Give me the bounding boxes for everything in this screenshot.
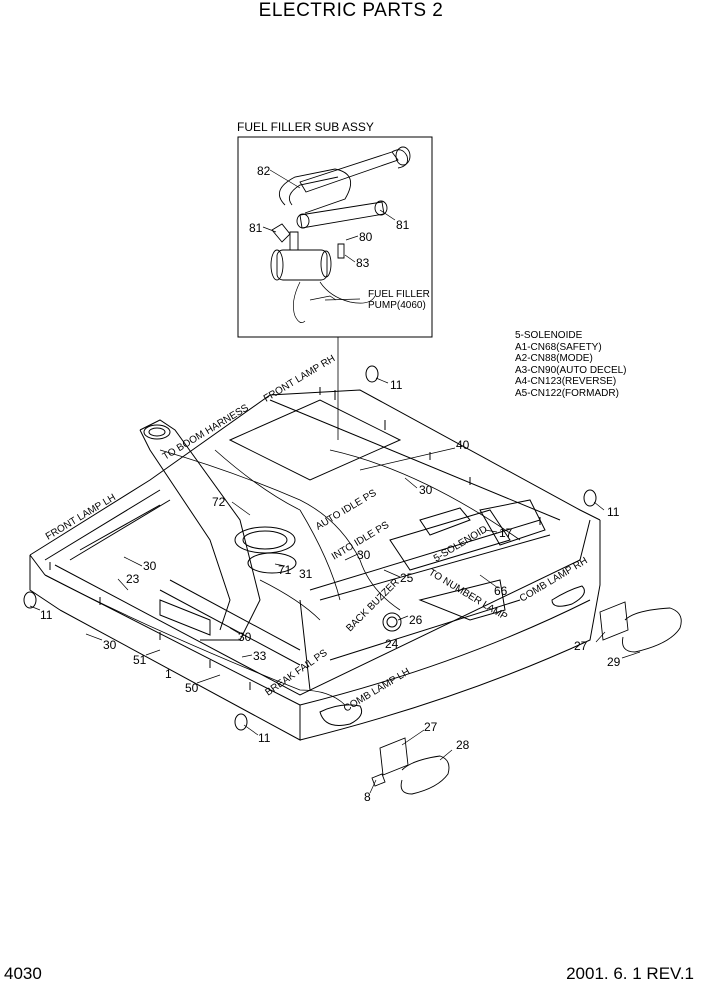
part-number-11: 11 [40,608,53,622]
label-comb-lamp-rh: COMB LAMP RH [518,555,590,604]
label-auto-idle-ps: AUTO IDLE PS [314,488,379,533]
upper-frame-drawing [29,387,601,741]
part-number-27: 27 [424,720,438,734]
part-number-1: 1 [165,667,172,681]
label-comb-lamp-lh: COMB LAMP LH [342,666,412,714]
grommet-drawing [583,489,597,507]
part-number-27: 27 [574,639,588,653]
solenoid-note-line: 5-SOLENOIDE [515,330,583,341]
part-number-51: 51 [133,653,147,667]
label-break-fail-ps: BREAK FAIL PS [263,647,329,698]
part-number-29: 29 [607,655,621,669]
label-front-lamp-rh: FRONT LAMP RH [262,353,337,404]
part-number-8: 8 [364,790,371,804]
label-to-boom-harness: TO BOOM HARNESS [161,402,251,462]
solenoid-note-line: A3-CN90(AUTO DECEL) [515,364,627,376]
grommet-drawing [365,365,379,383]
part-number-26: 26 [409,613,423,627]
fuel-filler-pump-label: FUEL FILLER [368,289,430,300]
fuel-filler-inset-frame [237,136,433,338]
part-number-71: 71 [278,563,292,577]
part-number-30: 30 [357,548,371,562]
part-number-30: 30 [143,559,157,573]
grommet-drawing [23,591,37,609]
grommet-drawing [234,713,248,731]
part-number-23: 23 [126,572,140,586]
fuel-filler-pump-label: PUMP(4060) [368,300,426,311]
page-title: ELECTRIC PARTS 2 [258,0,444,21]
part-number-17: 17 [499,526,513,540]
part-number-80: 80 [359,230,373,244]
solenoid-note-line: A4-CN123(REVERSE) [515,376,617,387]
part-number-81: 81 [249,221,263,235]
fuel-filler-pump-drawing [270,146,411,323]
comb-lamp-lh-drawing [371,737,450,795]
part-number-11: 11 [258,731,271,745]
part-number-11: 11 [390,378,403,392]
part-number-30: 30 [238,630,252,644]
leader-lines [29,169,641,794]
label-5-solenoid: 5-SOLENOID [432,524,490,565]
part-number-81: 81 [396,218,410,232]
solenoid-note-line: A2-CN88(MODE) [515,353,593,364]
part-number-83: 83 [356,256,370,270]
part-number-66: 66 [494,584,508,598]
part-number-72: 72 [212,495,226,509]
part-number-31: 31 [299,567,313,581]
revision-date: 2001. 6. 1 REV.1 [566,964,694,983]
solenoid-note-line: A5-CN122(FORMADR) [515,387,619,399]
part-number-40: 40 [456,438,470,452]
part-number-30: 30 [103,638,117,652]
solenoid-note: 5-SOLENOIDE A1-CN68(SAFETY) A2-CN88(MODE… [515,330,627,399]
part-number-30: 30 [419,483,433,497]
part-number-28: 28 [456,738,470,752]
part-number-50: 50 [185,681,199,695]
fuel-filler-title: FUEL FILLER SUB ASSY [237,120,374,134]
part-number-82: 82 [257,164,271,178]
comb-lamp-rh-drawing [599,601,682,653]
part-number-33: 33 [253,649,267,663]
part-number-11: 11 [607,505,620,519]
part-number-24: 24 [385,637,399,651]
page-number: 4030 [4,964,42,983]
solenoid-note-line: A1-CN68(SAFETY) [515,341,602,353]
part-number-25: 25 [400,571,414,585]
